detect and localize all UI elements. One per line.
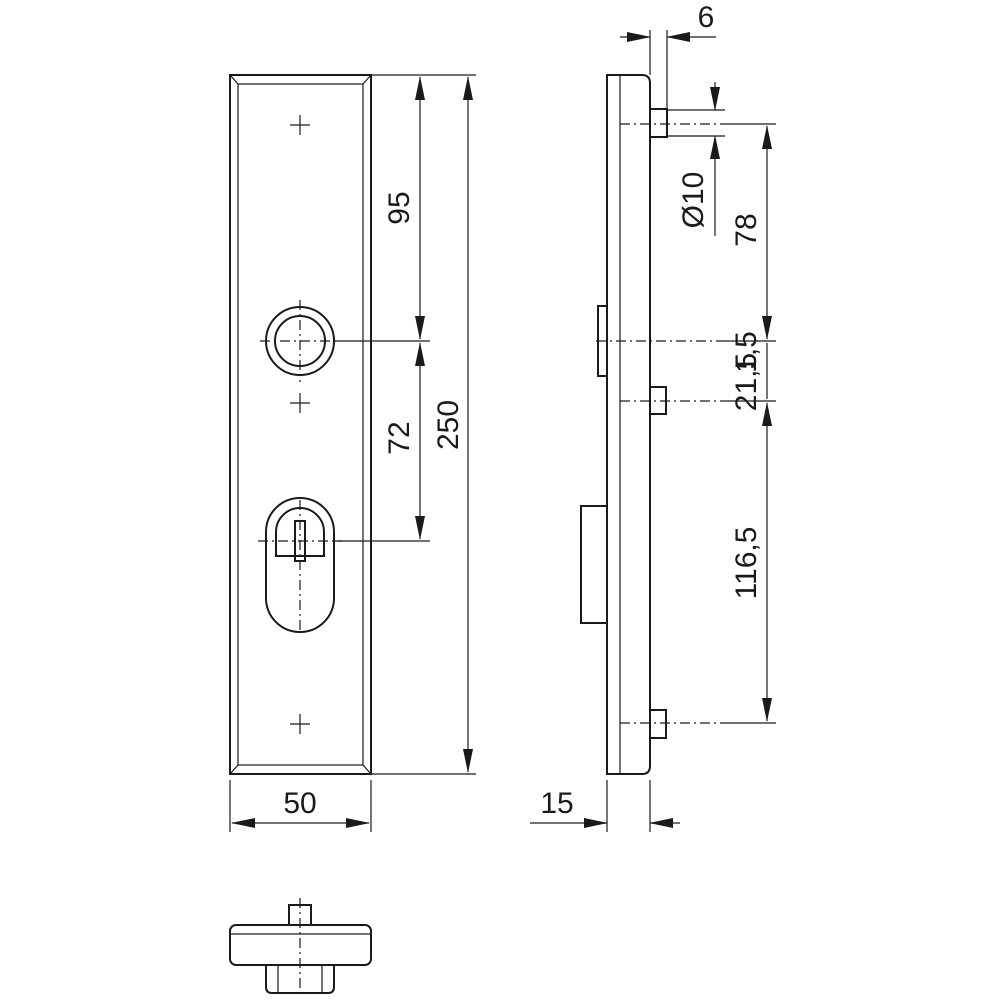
screw-mark-bottom <box>290 714 310 734</box>
pin-bottom <box>649 709 667 739</box>
rear-cylinder-boss <box>580 505 608 624</box>
dim-label-21-5: 21,5 <box>730 353 763 411</box>
dim-label-72: 72 <box>383 421 416 454</box>
screw-mark-top <box>290 115 310 135</box>
handle-rose <box>260 300 340 382</box>
screw-mark-middle <box>290 393 310 413</box>
front-view <box>229 74 372 775</box>
cylinder-escutcheon <box>258 497 342 633</box>
front-dimensions: 95 72 250 50 <box>229 74 476 832</box>
plate-bevel <box>237 83 364 766</box>
pin-top <box>649 108 668 138</box>
bottom-view <box>229 898 372 998</box>
dim-label-diameter-10: Ø10 <box>677 172 710 229</box>
plate-outline <box>229 74 372 775</box>
dim-label-116-5: 116,5 <box>730 527 763 600</box>
dim-label-1-5: 1,5 <box>730 331 763 373</box>
dim-label-78: 78 <box>730 213 763 246</box>
side-dimensions: 6 Ø10 78 1,5 21,5 116,5 15 <box>530 1 776 832</box>
dim-label-95: 95 <box>383 191 416 224</box>
dim-label-50: 50 <box>283 787 316 820</box>
side-plate-outline <box>606 74 651 775</box>
dim-label-250: 250 <box>432 400 465 450</box>
side-view <box>580 74 725 775</box>
dim-label-15: 15 <box>540 787 573 820</box>
dim-label-6: 6 <box>698 1 715 34</box>
